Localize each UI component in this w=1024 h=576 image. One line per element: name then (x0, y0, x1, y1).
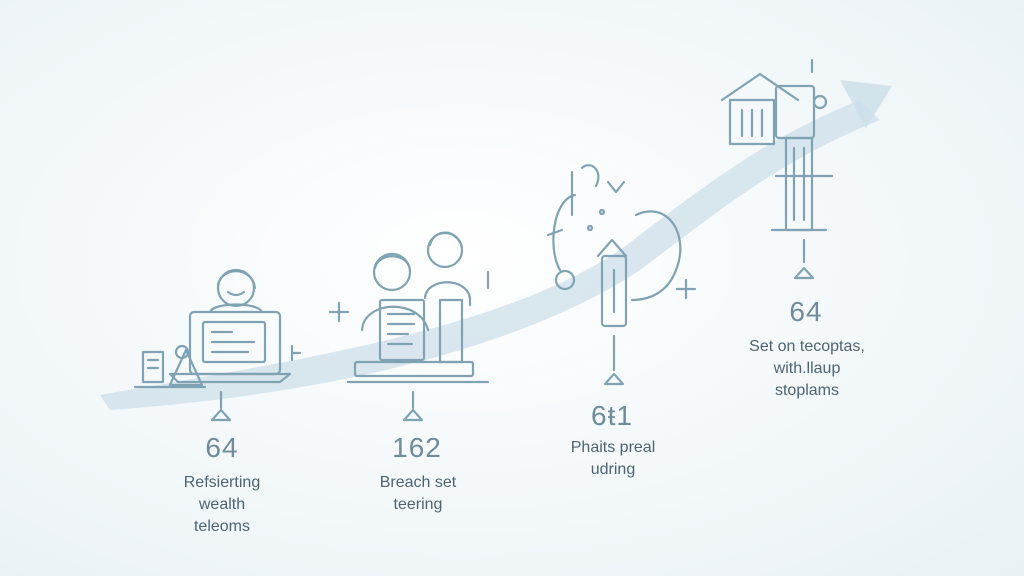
step-3-caption: Phaits preal udring (523, 437, 703, 481)
step-1-caption-line: wealth (198, 496, 246, 513)
two-people-document-icon (328, 231, 490, 384)
step-2-caption-line: teering (393, 496, 443, 513)
step-1-caption-line: Refsierting (183, 474, 261, 491)
step-2-caption: Breach set teering (328, 472, 508, 516)
step-1-number: 64 (205, 432, 239, 463)
step-4-caption-line: with.llaup (773, 360, 841, 377)
step-3-number: 6ŧ1 (591, 400, 633, 431)
step-4-caption-line: stoplams (774, 382, 840, 399)
step-2-caption-line: Breach set (379, 474, 457, 491)
connector-arrows (210, 238, 815, 422)
step-3-caption-line: udring (590, 461, 636, 478)
figure-with-key-icon (546, 164, 697, 328)
rising-arrow-ribbon (100, 80, 892, 410)
person-at-laptop-icon (133, 268, 302, 389)
step-2-number: 162 (392, 432, 442, 463)
step-4-number: 64 (789, 296, 823, 327)
step-3-caption-line: Phaits preal (570, 439, 656, 456)
house-tower-icon (720, 58, 834, 232)
step-1-caption: Refsierting wealth teleoms (132, 472, 312, 538)
step-4-caption-line: Set on tecoptas, (749, 338, 865, 355)
step-4-caption: Set on tecoptas, with.llaup stoplams (717, 336, 897, 402)
step-1-caption-line: teleoms (193, 518, 251, 535)
